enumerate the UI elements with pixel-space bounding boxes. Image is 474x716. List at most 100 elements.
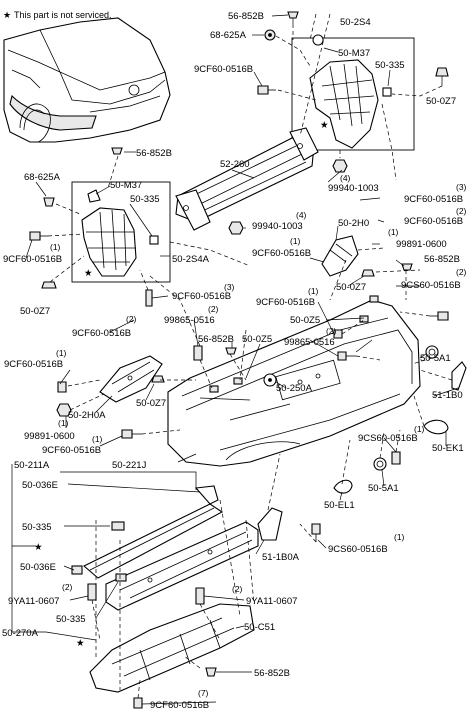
- label-50-0Z5-b: 50-0Z5: [242, 334, 272, 345]
- qty-1-f: (1): [58, 418, 69, 428]
- nut-99891-b: [56, 403, 72, 417]
- qty-2-c: (2): [126, 314, 137, 324]
- screw-9CF60-top: [257, 85, 276, 95]
- label-99940-b: 99940-1003: [252, 221, 303, 232]
- label-50-C51: 50-C51: [244, 622, 275, 633]
- fastener-56-852B-top: [287, 11, 299, 24]
- screw-9CF60-h: [333, 329, 343, 339]
- label-9CS60-c: 9CS60-0516B: [328, 544, 388, 555]
- screw-9CS60-c: [311, 523, 321, 542]
- screws-9CS60-a: [430, 311, 449, 321]
- qty-1-a: (1): [50, 242, 61, 252]
- qty-2-g: (2): [232, 584, 243, 594]
- qty-1-d: (1): [308, 286, 319, 296]
- qty-1-b: (1): [388, 227, 399, 237]
- star-marker-4: ★: [76, 638, 85, 649]
- label-50-335-b2: 50-335: [56, 614, 86, 625]
- label-99891-a: 99891-0600: [396, 239, 447, 250]
- nut-99940-b: [228, 221, 244, 235]
- qty-1-h: (1): [414, 424, 425, 434]
- clip-50-335-left: [149, 235, 159, 245]
- nut-99940-a: [332, 159, 348, 173]
- label-9CF60-b: 9CF60-0516B: [404, 216, 463, 227]
- label-56-852B-c: 56-852B: [424, 254, 460, 265]
- qty-4-b: (4): [296, 210, 307, 220]
- qty-3-b: (3): [224, 282, 235, 292]
- part-labels: 56-852B 50-2S4 68-625A 50-M37 9CF60-0516…: [2, 11, 467, 711]
- label-50-335-bot: 50-335: [22, 522, 52, 533]
- label-50-0Z7-mid: 50-0Z7: [336, 282, 366, 293]
- label-50-2H0A: 50-2H0A: [68, 410, 106, 421]
- label-50-335-top: 50-335: [375, 60, 405, 71]
- label-51-1B0A: 51-1B0A: [262, 552, 300, 563]
- bracket-50-2S4A: [81, 189, 159, 277]
- clip-50-036E-b: [71, 565, 83, 575]
- label-9CS60-a: 9CS60-0516B: [401, 280, 461, 291]
- screw-99865-a: [193, 345, 203, 361]
- screw-9CS60-b: [391, 451, 401, 465]
- label-56-852B-d: 56-852B: [198, 334, 234, 345]
- label-9CF60-a: 9CF60-0516B: [404, 194, 463, 205]
- qty-2-b: (2): [456, 267, 467, 277]
- star-marker-1: ★: [320, 120, 329, 131]
- qty-1-g: (1): [92, 434, 103, 444]
- qty-2-a: (2): [456, 206, 467, 216]
- qty-4-a: (4): [340, 173, 351, 183]
- label-99940-a: 99940-1003: [328, 183, 379, 194]
- note-text: This part is not serviced.: [14, 10, 112, 20]
- label-50-EL1: 50-EL1: [324, 500, 355, 511]
- box-50-2S4A: [71, 181, 171, 283]
- label-50-M37-left: 50-M37: [110, 180, 142, 191]
- label-50-221J: 50-221J: [112, 460, 147, 471]
- fastener-56-852B-e: [205, 667, 217, 677]
- reflector-51-1B0A: [257, 507, 283, 541]
- clip-50-335-top: [382, 87, 392, 97]
- label-50-036E-a: 50-036E: [22, 480, 58, 491]
- star-marker-2: ★: [84, 268, 93, 279]
- label-50-0Z7-left: 50-0Z7: [20, 306, 50, 317]
- label-50-2H0: 50-2H0: [338, 218, 369, 229]
- label-9CF60-e: 9CF60-0516B: [172, 291, 231, 302]
- star-marker-3: ★: [34, 542, 43, 553]
- bracket-50-2H0: [321, 235, 359, 277]
- nut-50-0Z7-top: [435, 67, 449, 86]
- sensor-50-5A1-b: [373, 457, 387, 471]
- label-9CF60-f: 9CF60-0516B: [256, 297, 315, 308]
- vehicle-rear-view: [3, 17, 171, 143]
- assembly-dashed-lines: [47, 13, 453, 699]
- label-9CF60-c: 9CF60-0516B: [3, 254, 62, 265]
- bracket-50-EL1: [333, 479, 353, 494]
- clips-50-0Z5: [209, 295, 379, 393]
- label-68-625A-top: 68-625A: [210, 30, 247, 41]
- clip-50-335-b2: [115, 573, 127, 582]
- lower-deflector-50-036E: [83, 485, 224, 579]
- label-99865-b: 99865-0516: [284, 337, 335, 348]
- label-68-625A-left: 68-625A: [24, 172, 61, 183]
- label-50-0Z7-top: 50-0Z7: [426, 96, 456, 107]
- fastener-56-852B-d: [225, 347, 237, 355]
- label-50-5A1-a: 50-5A1: [420, 353, 451, 364]
- screw-9YA11-a: [87, 583, 97, 601]
- reflector-51-1B0: [451, 361, 467, 391]
- label-52-260: 52-260: [220, 159, 250, 170]
- screw-9YA11-b: [195, 587, 205, 605]
- screw-9CF60-g: [57, 381, 67, 393]
- rear-bumper-50-221J: [167, 299, 421, 467]
- label-99865-a: 99865-0516: [164, 315, 215, 326]
- label-9YA11-b: 9YA11-0607: [246, 596, 297, 607]
- label-9CF60-h: 9CF60-0516B: [4, 359, 63, 370]
- screw-9CF60-c: [29, 231, 48, 241]
- label-9CF60-d: 9CF60-0516B: [252, 248, 311, 259]
- qty-2-e: (2): [326, 326, 337, 336]
- under-cover-50-C51: [89, 603, 255, 693]
- label-9CF60-j: 9CF60-0516B: [150, 700, 209, 711]
- qty-1-e: (1): [56, 348, 67, 358]
- screw-9CF60-e: [145, 289, 153, 307]
- label-50-2S4A: 50-2S4A: [172, 254, 210, 265]
- fastener-56-852B-b: [111, 147, 123, 155]
- clip-68-625A-top: [264, 29, 276, 41]
- clip-50-M37-top: [312, 34, 324, 46]
- label-50-M37-top: 50-M37: [338, 48, 370, 59]
- clip-50-M37-left: [87, 189, 101, 203]
